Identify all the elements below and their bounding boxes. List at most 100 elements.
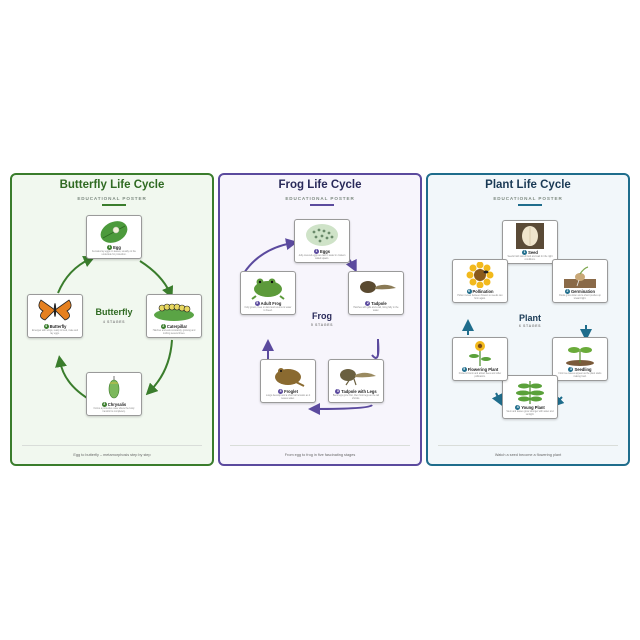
stage-number: 2 [564,289,570,295]
stage-number: 5 [254,301,260,307]
stage-description: Forms a protective case where the body t… [93,408,135,413]
poster-title: Frog Life Cycle [278,179,362,191]
butterfly-icon [28,297,82,323]
stage-number: 1 [313,249,319,255]
flowering-plant-icon [453,340,507,366]
stage-description: Lungs develop and a short tail remains a… [265,395,311,400]
stage-description: Fully grown, lives on land and returns t… [244,307,292,312]
stage-label: Adult Frog [260,301,282,306]
stage-description: Roots grow down and a shoot pushes up to… [559,295,601,300]
center-stage-count: 6 STAGES [518,324,542,328]
stage-number: 4 [278,389,284,395]
stage-label: Tadpole [371,301,387,306]
center-name: Plant [518,313,541,323]
stage-number: 6 [466,289,472,295]
stage-number: 2 [365,301,371,307]
stage-number: 1 [107,245,113,251]
stage-label: Germination [570,289,596,294]
stage-number: 3 [335,389,341,395]
stage-description: Seeds hold stored food and wait for the … [507,256,553,261]
poster-footer: Egg to butterfly – metamorphosis step by… [73,453,151,457]
stage-label: Caterpillar [166,324,188,329]
frog-poster: Frog Life Cycle EDUCATIONAL POSTER Frog … [218,173,422,466]
pollination-icon [453,262,507,288]
stage-number: 5 [461,367,467,373]
stage-number: 3 [568,367,574,373]
tadpole-with-legs-icon [329,362,383,388]
poster-title: Plant Life Cycle [485,179,571,191]
footer-divider [230,445,410,446]
center-name: Frog [312,311,332,321]
title-rule [310,204,334,206]
title-rule [518,204,542,206]
stage-description: Stem and leaves grow stronger with water… [506,411,554,416]
stage-label: Tadpole with Legs [341,389,377,394]
stage-description: Females lay eggs on leaves, usually on t… [92,251,136,256]
germination-icon [553,262,607,288]
poster-subtitle: EDUCATIONAL POSTER [493,196,563,201]
stage-label: Flowering Plant [467,367,499,372]
stage-label: Froglet [284,389,298,394]
seed-icon [503,223,557,249]
title-rule [102,204,126,206]
seedling-icon [553,340,607,366]
stage-label: Eggs [319,249,330,254]
egg-leaf-icon [87,218,141,244]
stage-description: Jelly-covered eggs are laid in water in … [298,255,346,260]
young-plant-icon [503,378,557,404]
stage-label: Pollination [472,289,494,294]
stage-label: Seedling [574,367,592,372]
stage-number: 1 [522,250,528,256]
stage-description: Hatches with gills and a tail, living fu… [353,307,399,312]
center-name: Butterfly [95,307,133,317]
poster-subtitle: EDUCATIONAL POSTER [77,196,147,201]
footer-divider [22,445,202,446]
poster-subtitle: EDUCATIONAL POSTER [285,196,355,201]
stage-label: Young Plant [521,405,545,410]
chrysalis-icon [87,375,141,401]
stage-description: Pollen moves between flowers so seeds ca… [457,295,503,300]
poster-footer: Watch a seed become a flowering plant [494,453,562,457]
stage-number: 4 [515,405,521,411]
caterpillar-icon [147,297,201,323]
stage-number: 3 [101,402,107,408]
adult-frog-icon [241,274,295,300]
stage-label: Seed [528,250,538,255]
stage-description: Hatches and eats constantly, growing and… [152,330,196,335]
center-stage-count: 5 STAGES [310,323,334,327]
cycle-arrows [462,319,592,408]
stage-number: 4 [43,324,49,330]
frog-eggs-icon [295,222,349,248]
center-stage-count: 4 STAGES [102,320,126,324]
stage-description: First true leaves appear as the plant st… [558,373,602,378]
stage-description: Emerges with wings, ready to feed, mate … [32,330,78,335]
stage-number: 2 [160,324,166,330]
poster-title: Butterfly Life Cycle [59,179,165,191]
stage-label: Egg [113,245,121,250]
froglet-icon [261,362,315,388]
butterfly-poster: Butterfly Life Cycle EDUCATIONAL POSTER … [10,173,214,466]
stage-description: Flowers bloom and attract bees and other… [458,373,502,378]
stage-label: Chrysalis [107,402,127,407]
poster-footer: From egg to frog in five fascinating sta… [284,453,356,457]
stage-label: Butterfly [49,324,67,329]
tadpole-icon [349,274,403,300]
plant-poster: Plant Life Cycle EDUCATIONAL POSTER Plan… [426,173,630,466]
footer-divider [438,445,618,446]
stage-description: Back legs grow first, then front legs as… [332,395,380,400]
